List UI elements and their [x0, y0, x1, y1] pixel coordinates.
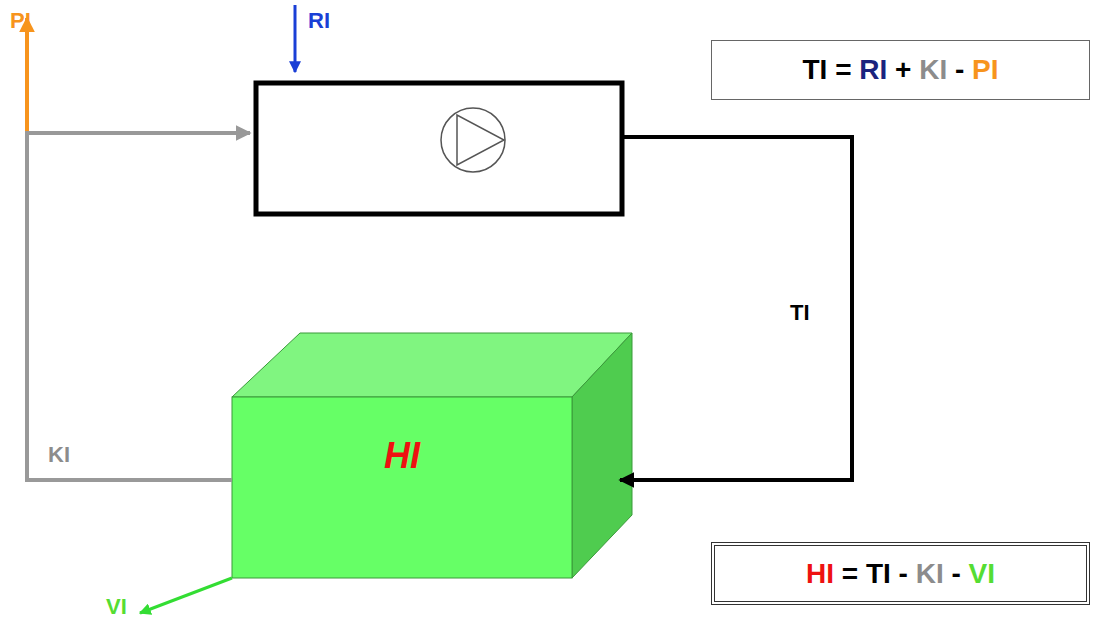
balance-formula: HI = TI - KI - VI: [806, 558, 995, 590]
formula-box: HI = TI - KI - VI: [711, 542, 1090, 605]
ti-line: [620, 137, 852, 480]
formula-box: TI = RI + KI - PI: [711, 40, 1090, 100]
vi-arrow: [140, 578, 232, 613]
ri-arrow: [294, 5, 297, 72]
flow-label: VI: [106, 594, 127, 619]
block-side: [572, 333, 632, 578]
flow-label: PI: [10, 8, 31, 34]
block-top: [232, 333, 632, 397]
compressor-triangle: [457, 115, 504, 165]
flow-label: TI: [790, 300, 810, 326]
compressor-symbol: [441, 108, 505, 172]
heat-pump-box: [256, 83, 622, 214]
pi-arrow: [25, 18, 29, 131]
balance-formula: TI = RI + KI - PI: [802, 54, 998, 86]
ki-line: [27, 133, 250, 480]
flow-label: KI: [48, 442, 70, 468]
storage-name: HI: [384, 435, 420, 477]
flow-label: RI: [308, 8, 330, 34]
storage-block: HI: [232, 397, 572, 578]
block-front: [232, 397, 572, 578]
